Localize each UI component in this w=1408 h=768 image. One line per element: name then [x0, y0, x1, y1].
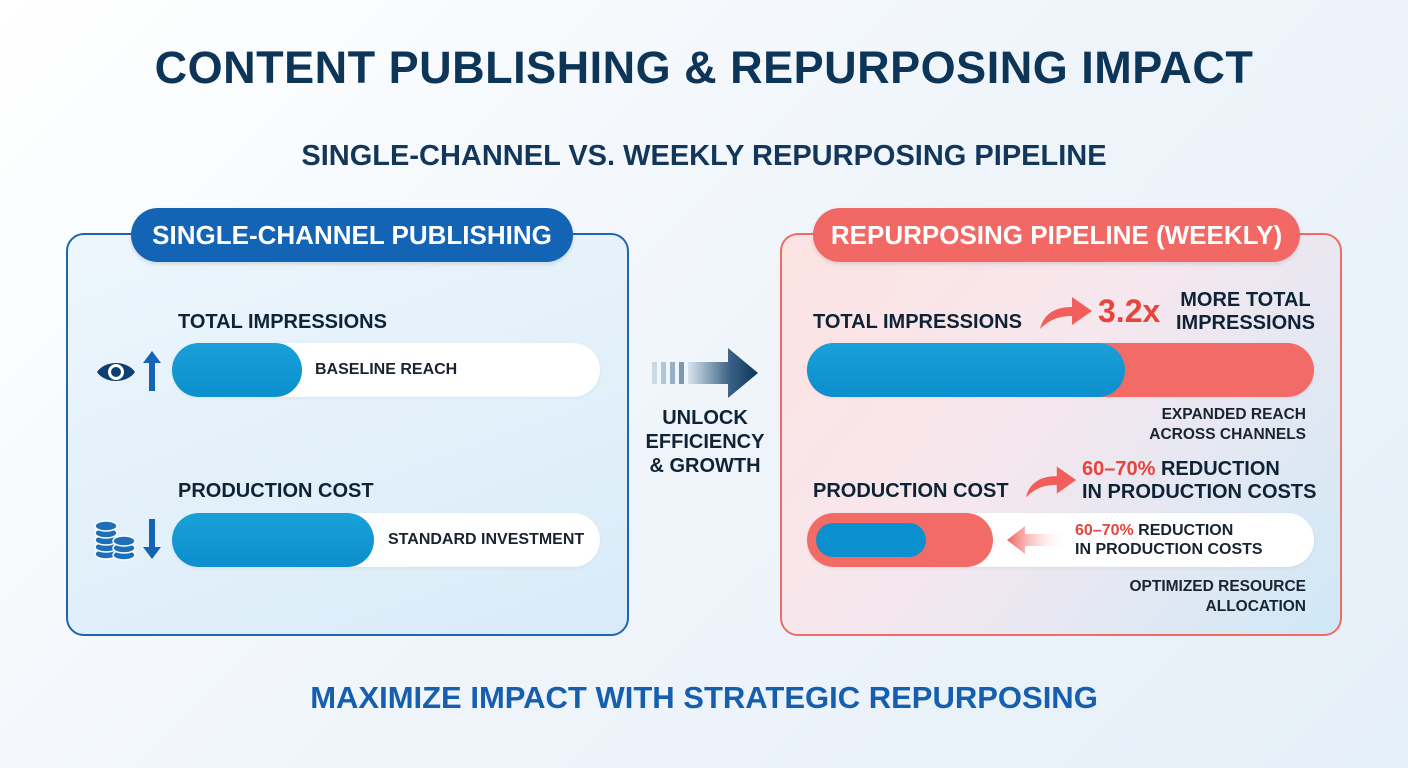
footer-tagline: MAXIMIZE IMPACT WITH STRATEGIC REPURPOSI…	[310, 680, 1098, 715]
right-cost-segment	[807, 513, 993, 567]
left-cost-label: PRODUCTION COST	[178, 480, 374, 502]
right-cost-bar: 60–70% REDUCTION IN PRODUCTION COSTS	[807, 513, 1314, 567]
page-title: CONTENT PUBLISHING & REPURPOSING IMPACT	[154, 42, 1254, 93]
eye-icon	[97, 363, 135, 381]
cost-callout-percent: 60–70%	[1082, 458, 1156, 480]
right-cost-fill	[816, 523, 926, 557]
right-impressions-bar	[807, 343, 1314, 397]
cost-bar-line-1: REDUCTION	[1138, 522, 1234, 539]
left-cost-fill	[172, 513, 374, 567]
transition-caption: UNLOCK EFFICIENCY & GROWTH	[630, 406, 780, 478]
cost-bar-percent: 60–70%	[1075, 522, 1134, 539]
multiplier-caption: MORE TOTAL IMPRESSIONS	[1176, 289, 1315, 335]
single-channel-panel: SINGLE-CHANNEL PUBLISHING TOTAL IMPRESSI…	[66, 208, 629, 636]
arrow-down-icon	[143, 519, 161, 559]
transition-line-2: EFFICIENCY	[645, 431, 765, 453]
impressions-note: EXPANDED REACH ACROSS CHANNELS	[1149, 405, 1306, 445]
impressions-note-line-1: EXPANDED REACH	[1161, 406, 1306, 423]
curved-arrow-icon	[1025, 466, 1077, 498]
right-impressions-label: TOTAL IMPRESSIONS	[813, 311, 1022, 333]
repurposing-panel: REPURPOSING PIPELINE (WEEKLY) TOTAL IMPR…	[780, 208, 1342, 636]
left-impressions-bar: BASELINE REACH	[172, 343, 600, 397]
impressions-note-line-2: ACROSS CHANNELS	[1149, 426, 1306, 443]
cost-bar-line-2: IN PRODUCTION COSTS	[1075, 541, 1263, 558]
cost-bar-text: 60–70% REDUCTION IN PRODUCTION COSTS	[1075, 521, 1263, 559]
left-cost-bar-text: STANDARD INVESTMENT	[388, 531, 585, 548]
cost-callout: 60–70% REDUCTION IN PRODUCTION COSTS	[1082, 458, 1316, 504]
right-impressions-fill	[807, 343, 1125, 397]
cost-note: OPTIMIZED RESOURCE ALLOCATION	[1129, 577, 1306, 617]
impressions-multiplier: 3.2x	[1098, 293, 1161, 329]
coins-icon	[94, 520, 136, 561]
arrow-left-icon	[1007, 526, 1067, 554]
cost-callout-line-2: IN PRODUCTION COSTS	[1082, 481, 1317, 503]
transition-arrow-icon	[652, 348, 758, 398]
left-impressions-label: TOTAL IMPRESSIONS	[178, 311, 387, 333]
multiplier-caption-line-1: MORE TOTAL	[1180, 289, 1311, 311]
page-subtitle: SINGLE-CHANNEL VS. WEEKLY REPURPOSING PI…	[301, 140, 1107, 172]
cost-callout-line-1: REDUCTION	[1160, 458, 1280, 480]
curved-arrow-icon	[1040, 297, 1092, 329]
cost-note-line-2: ALLOCATION	[1205, 598, 1306, 615]
arrow-up-icon	[143, 351, 161, 391]
transition-line-3: & GROWTH	[649, 455, 761, 477]
repurposing-title: REPURPOSING PIPELINE (WEEKLY)	[813, 208, 1300, 262]
left-impressions-bar-text: BASELINE REACH	[315, 361, 458, 378]
transition-line-1: UNLOCK	[662, 407, 748, 429]
right-cost-label: PRODUCTION COST	[813, 480, 1009, 502]
single-channel-title: SINGLE-CHANNEL PUBLISHING	[131, 208, 573, 262]
left-impressions-fill	[172, 343, 302, 397]
cost-note-line-1: OPTIMIZED RESOURCE	[1129, 578, 1306, 595]
multiplier-caption-line-2: IMPRESSIONS	[1176, 312, 1315, 334]
left-cost-bar: STANDARD INVESTMENT	[172, 513, 600, 567]
